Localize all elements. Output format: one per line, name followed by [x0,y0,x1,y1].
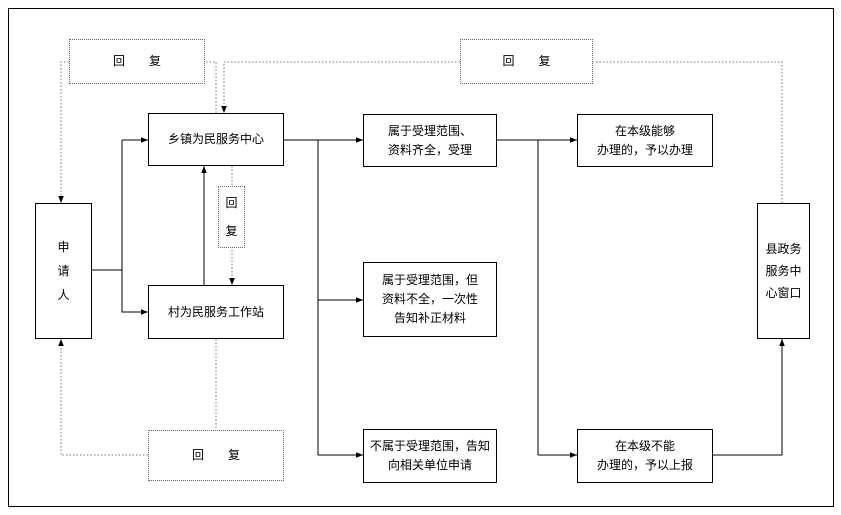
handle-here-label: 在本级能够 办理的，予以办理 [596,123,693,157]
county-window-label: 县政务 服务中 心窗口 [765,242,802,300]
applicant-box: 申 请 人 [35,203,92,339]
village-station-box: 村为民服务工作站 [148,285,284,339]
village-station-label: 村为民服务工作站 [167,304,264,319]
reply-text: 回 复 [225,196,238,238]
arrow-to-village [121,270,148,315]
incomplete-box: 属于受理范围，但 资料不全，一次性 告知补正材料 [363,262,497,337]
reply-text: 回 复 [112,54,161,68]
report-up-box: 在本级不能 办理的，予以上报 [577,429,713,483]
reply-box-top-left: 回 复 [69,39,205,84]
arrow-to-county-window [713,339,785,456]
outer-frame [8,8,834,507]
reply-loop-top-right-in [593,61,783,203]
township-center-box: 乡镇为民服务中心 [148,113,284,166]
applicant-label: 申 请 人 [57,240,70,302]
reply-loop-top-left-out [58,61,69,203]
not-in-scope-label: 不属于受理范围，告知 向相关单位申请 [369,439,490,472]
reply-box-bottom: 回 复 [148,430,284,481]
reply-loop-top-right-out [221,61,460,113]
report-up-label: 在本级不能 办理的，予以上报 [596,439,693,472]
accepted-box: 属于受理范围、 资料齐全，受理 [363,114,497,167]
township-center-label: 乡镇为民服务中心 [167,132,264,146]
not-in-scope-box: 不属于受理范围，告知 向相关单位申请 [363,429,497,483]
reply-box-top-right: 回 复 [460,39,593,84]
handle-here-box: 在本级能够 办理的，予以办理 [577,114,713,167]
reply-loop-bottom-out [58,339,148,456]
reply-loop-top-left-in [205,61,217,113]
accepted-label: 属于受理范围、 资料齐全，受理 [387,123,472,157]
reply-box-middle: 回 复 [218,186,245,248]
reply-text: 回 复 [502,54,551,68]
incomplete-label: 属于受理范围，但 资料不全，一次性 告知补正材料 [381,273,478,325]
county-window-box: 县政务 服务中 心窗口 [757,203,810,339]
reply-text: 回 复 [191,448,240,462]
connector-applicant-branch [92,140,123,271]
